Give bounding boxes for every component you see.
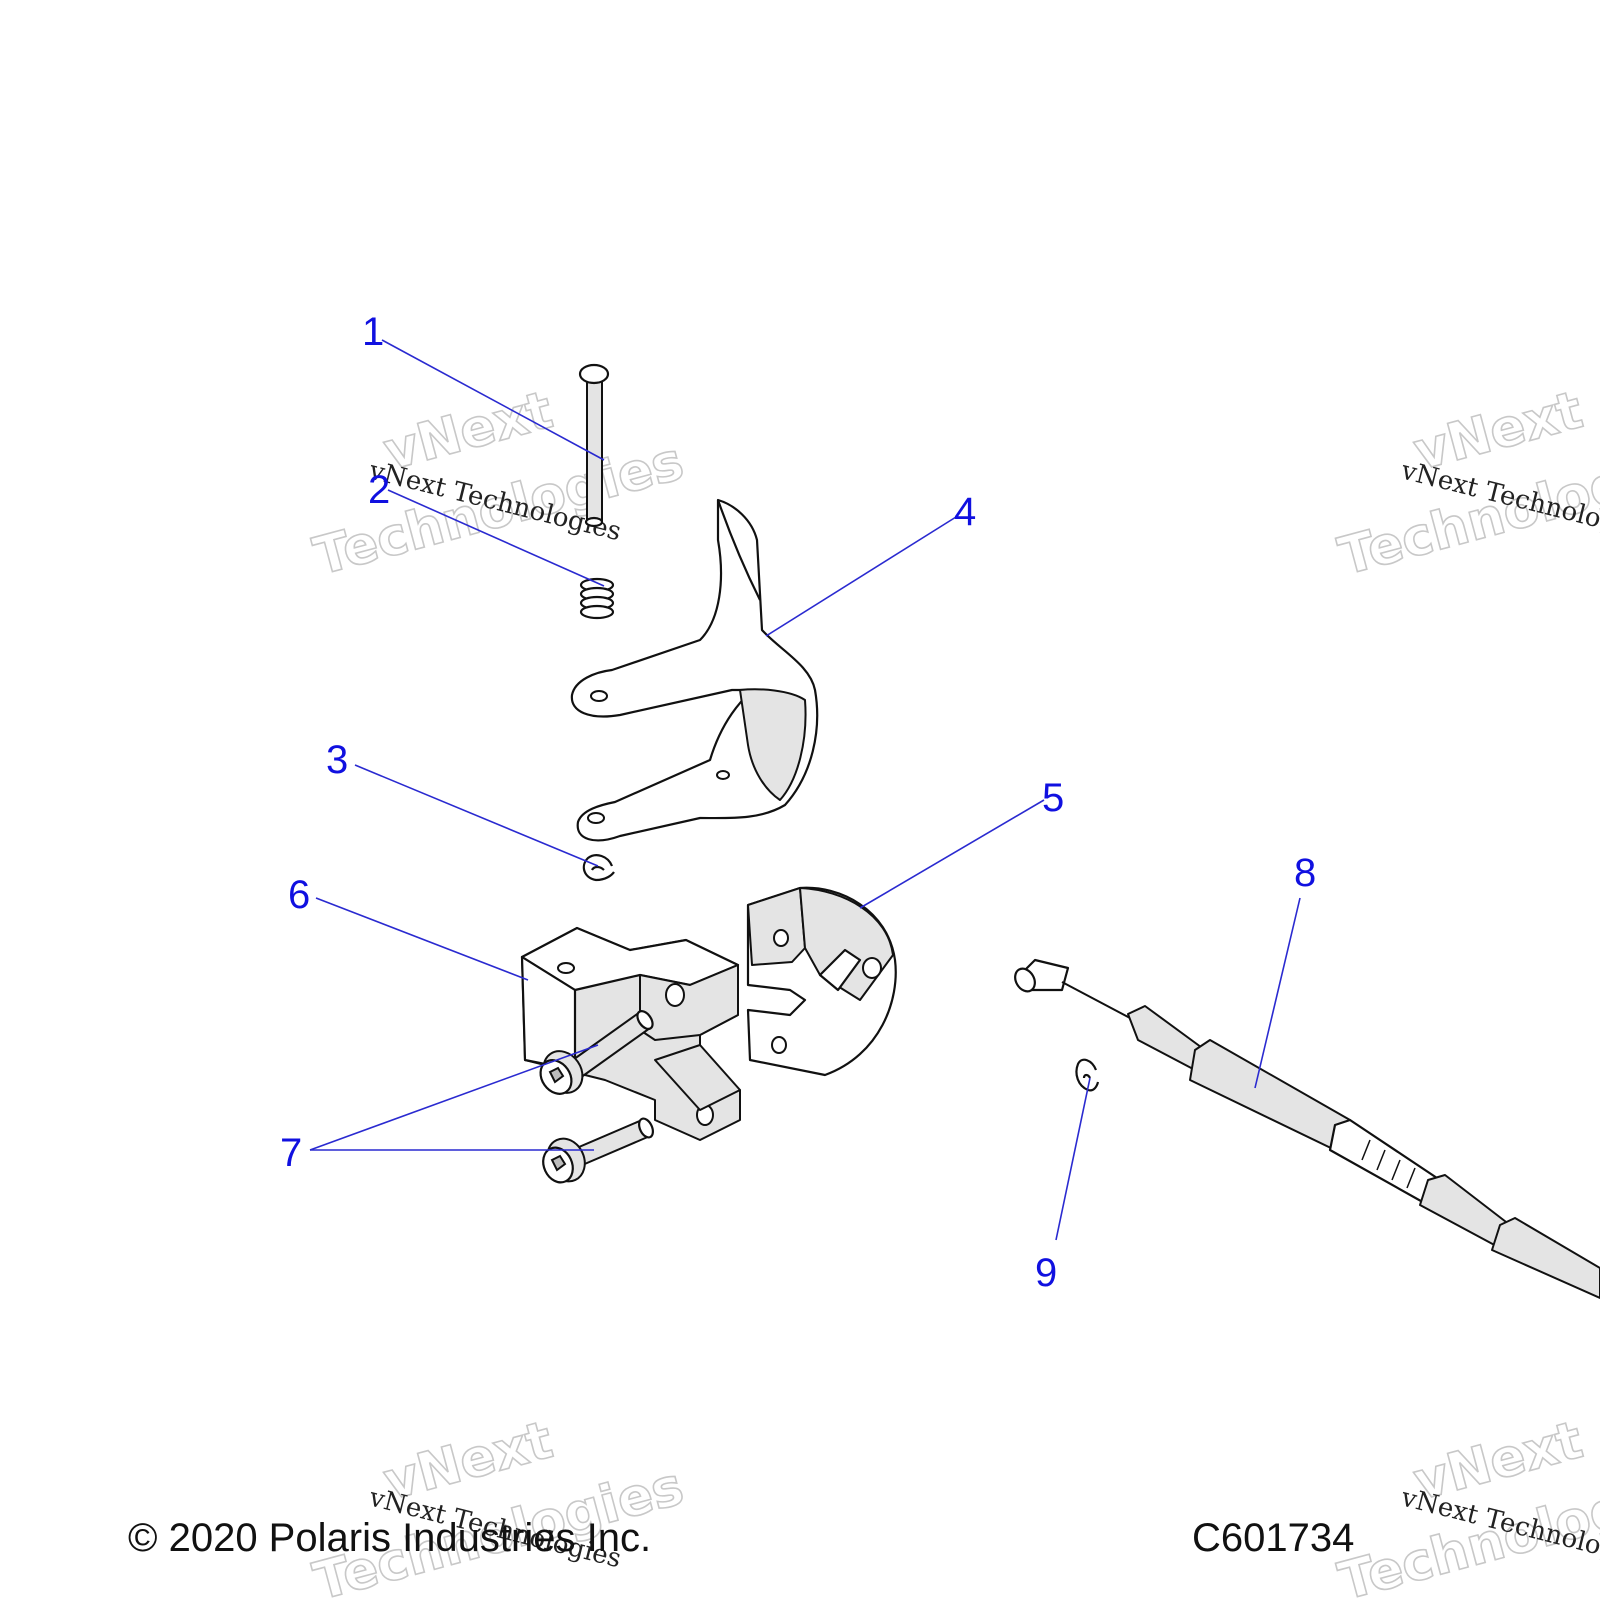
leader-lines: [309, 339, 1301, 1241]
callout-4: 4: [954, 490, 976, 534]
watermark-bottom-left: vNext Technologies vNext Technologies: [307, 1410, 690, 1600]
part-clamp-half: [746, 886, 897, 1077]
leader-line-9: [1055, 1077, 1091, 1241]
callout-3: 3: [326, 738, 348, 782]
callout-8: 8: [1294, 851, 1316, 895]
watermark-bottom-right: vNext Technologies vNext Technologies: [1332, 1410, 1600, 1600]
watermark-top-right: vNext Technologies vNext Technologies: [1332, 380, 1600, 589]
leader-line-8: [1254, 897, 1301, 1089]
part-cable: [1014, 958, 1600, 1299]
callout-2: 2: [368, 468, 390, 512]
callout-6: 6: [288, 873, 310, 917]
leader-line-4: [765, 516, 957, 637]
part-bracket: [570, 498, 819, 842]
drawing-number: C601734: [1192, 1516, 1355, 1560]
part-spring: [579, 577, 615, 620]
leader-line-1: [381, 339, 605, 461]
leader-line-6: [315, 897, 529, 981]
callout-1: 1: [362, 310, 384, 354]
part-screw-upper: [539, 1010, 654, 1095]
callout-labels: 1 2 3 4 5 6 7 8 9: [280, 310, 1316, 1295]
leader-line-7a: [309, 1044, 599, 1151]
leader-line-2: [387, 489, 605, 587]
leader-line-5: [859, 799, 1045, 909]
callout-9: 9: [1035, 1251, 1057, 1295]
leader-line-3: [354, 764, 599, 867]
watermark-top-left: vNext Technologies vNext Technologies: [307, 380, 690, 589]
copyright-notice: © 2020 Polaris Industries Inc.: [128, 1516, 652, 1560]
part-e-clip-lower: [1075, 1058, 1100, 1092]
callout-7: 7: [280, 1131, 302, 1175]
part-e-clip-upper: [582, 854, 615, 882]
part-screw-lower: [542, 1117, 654, 1184]
callout-5: 5: [1042, 776, 1064, 820]
